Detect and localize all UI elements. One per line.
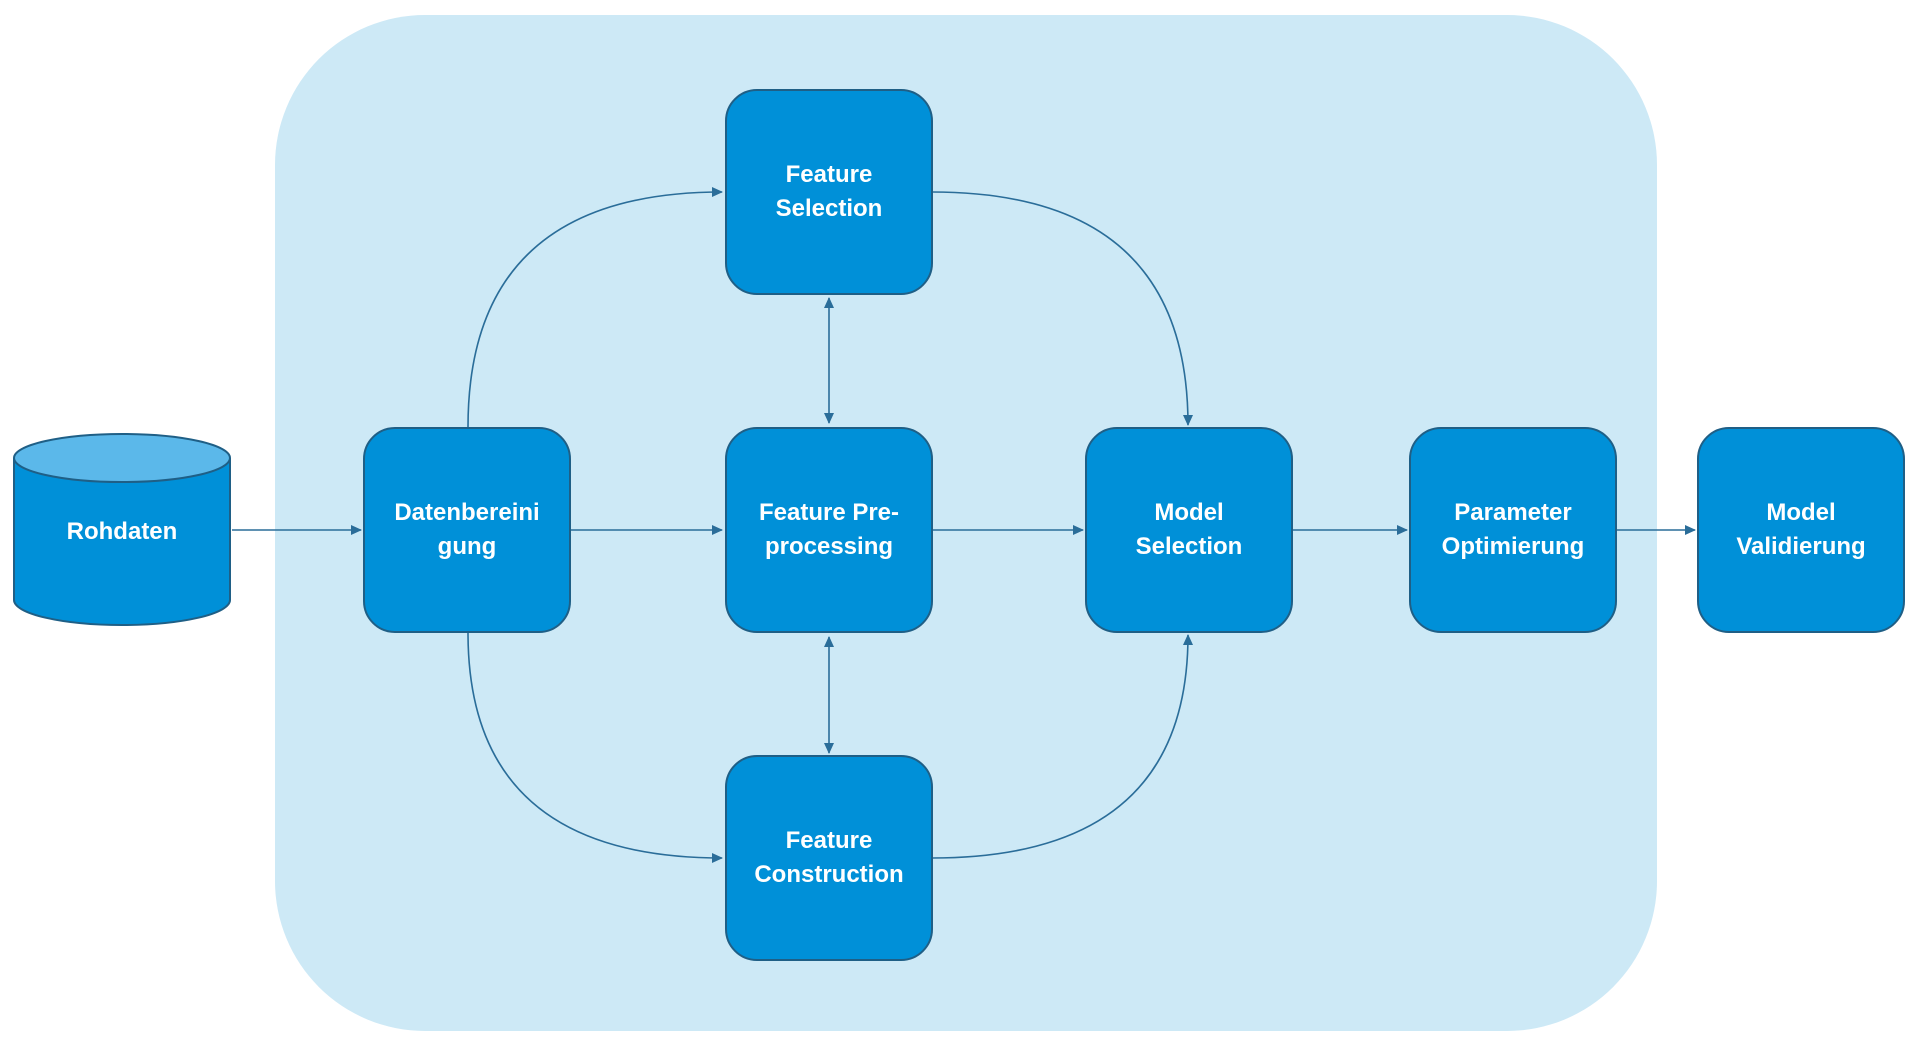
model-selection-label-line2: Selection	[1135, 533, 1243, 560]
edge-feature-construction-model-selection	[931, 634, 1193, 859]
parameter-optimierung-label-line2: Optimierung	[1441, 533, 1585, 560]
node-feature-construction: Feature Construction	[725, 755, 933, 961]
feature-construction-label-line1: Feature	[785, 827, 873, 854]
node-feature-preprocessing: Feature Pre- processing	[725, 427, 933, 633]
feature-selection-label-line2: Selection	[775, 195, 883, 222]
edge-datenbereinigung-feature-selection	[467, 187, 723, 428]
model-validierung-label-line2: Validierung	[1736, 533, 1866, 560]
edge-datenbereinigung-feature-construction	[467, 632, 723, 863]
node-model-selection: Model Selection	[1085, 427, 1293, 633]
node-datenbereinigung: Datenbereini gung	[363, 427, 571, 633]
node-feature-selection: Feature Selection	[725, 89, 933, 295]
node-parameter-optimierung: Parameter Optimierung	[1409, 427, 1617, 633]
datenbereinigung-label-line1: Datenbereini	[394, 499, 540, 526]
feature-preprocessing-label-line1: Feature Pre-	[758, 499, 900, 526]
rohdaten-label: Rohdaten	[66, 518, 178, 545]
feature-selection-label-line1: Feature	[785, 161, 873, 188]
node-model-validierung: Model Validierung	[1697, 427, 1905, 633]
feature-construction-label-line2: Construction	[754, 861, 904, 888]
model-selection-label-line1: Model	[1154, 499, 1224, 526]
edge-feature-selection-model-selection	[931, 191, 1193, 426]
model-validierung-label-line1: Model	[1766, 499, 1836, 526]
feature-preprocessing-label-line2: processing	[764, 533, 894, 560]
datenbereinigung-label-line2: gung	[437, 533, 497, 560]
rohdaten-database-node	[13, 433, 231, 626]
parameter-optimierung-label-line1: Parameter	[1454, 499, 1572, 526]
